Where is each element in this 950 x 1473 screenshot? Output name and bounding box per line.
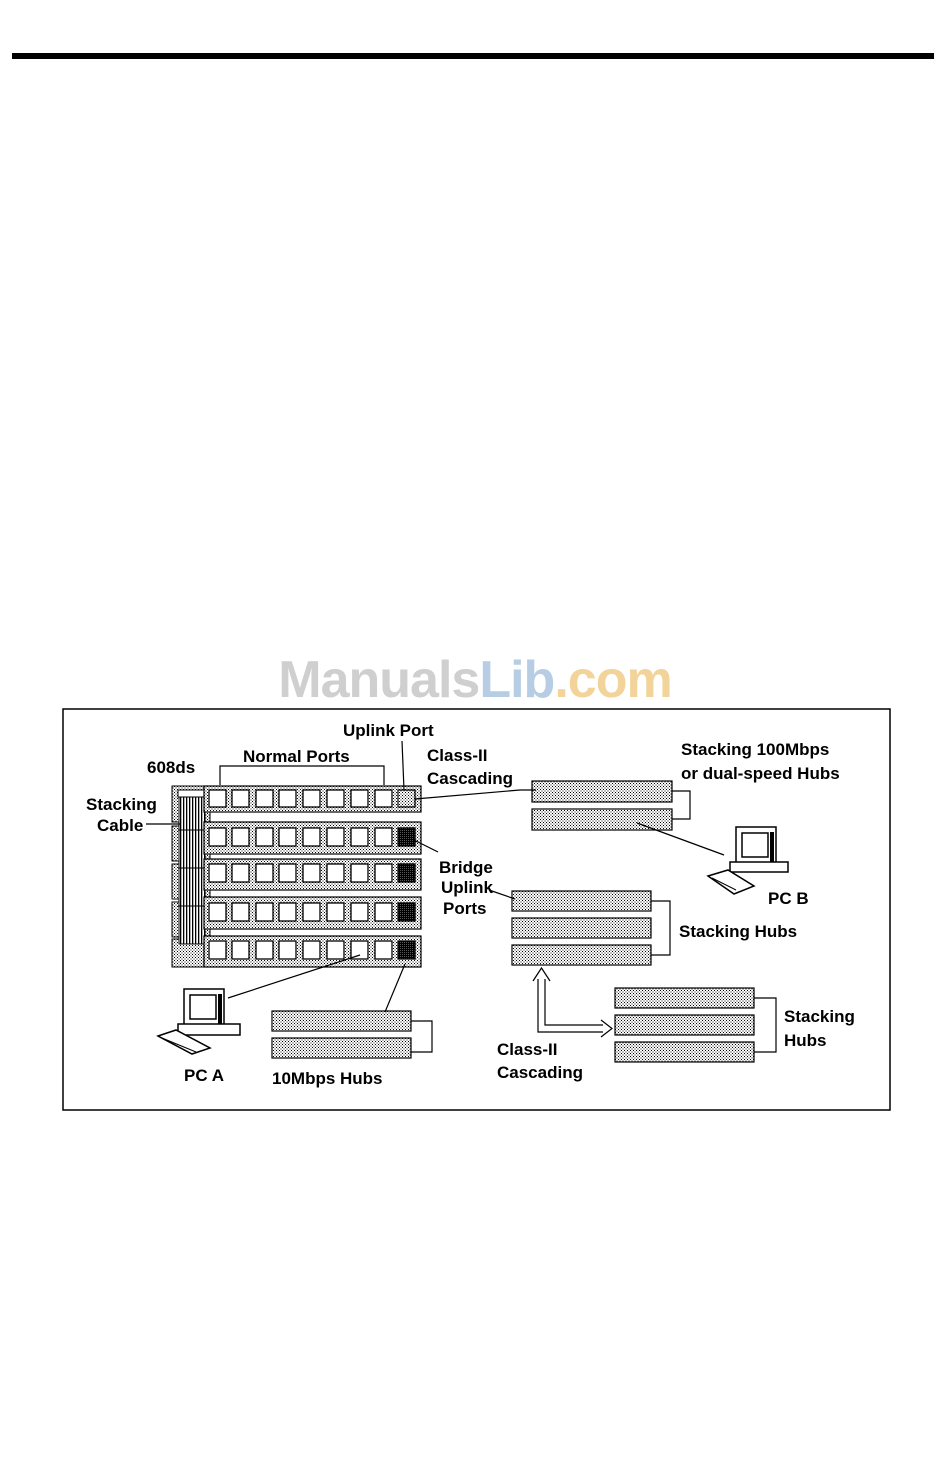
switch-port	[375, 864, 392, 882]
bridge-uplink-port	[398, 828, 415, 846]
label-pc-b: PC B	[768, 889, 809, 908]
switch-port	[256, 864, 273, 882]
label-normal-ports: Normal Ports	[243, 747, 350, 766]
switch-port	[209, 864, 226, 882]
hub-group-stacking-low	[615, 988, 776, 1062]
label-class2-bottom-1: Class-II	[497, 1040, 557, 1059]
switch-port	[375, 941, 392, 959]
switch-port	[256, 790, 273, 807]
switch-port	[327, 941, 344, 959]
hub-group-stacking-mid	[512, 891, 670, 965]
bridge-uplink-port	[398, 864, 415, 882]
switch-port	[256, 828, 273, 846]
switch-port	[327, 903, 344, 921]
switch-port	[279, 828, 296, 846]
switch-port	[351, 903, 368, 921]
label-stacking-cable-1: Stacking	[86, 795, 157, 814]
switch-port	[351, 941, 368, 959]
label-class2-top-1: Class-II	[427, 746, 487, 765]
switch-port	[351, 828, 368, 846]
cascading-arrow	[533, 968, 612, 1037]
uplink-port	[398, 790, 415, 807]
label-stacking-100-1: Stacking 100Mbps	[681, 740, 829, 759]
hub-group-100mbps	[532, 781, 690, 830]
label-stacking-hubs-low-2: Hubs	[784, 1031, 827, 1050]
label-uplink-port: Uplink Port	[343, 721, 434, 740]
switch-port	[327, 790, 344, 807]
switch-port	[303, 828, 320, 846]
switch-port	[232, 941, 249, 959]
switch-port	[256, 941, 273, 959]
pc-b-icon	[708, 827, 788, 894]
switch-port	[375, 790, 392, 807]
bridge-uplink-port	[398, 903, 415, 921]
switch-port	[327, 828, 344, 846]
label-stacking-hubs-low-1: Stacking	[784, 1007, 855, 1026]
switch-port	[232, 903, 249, 921]
switch-port	[375, 903, 392, 921]
switch-port	[279, 941, 296, 959]
switch-port	[256, 903, 273, 921]
switch-port	[209, 903, 226, 921]
switch-port	[351, 864, 368, 882]
label-bridge-1: Bridge	[439, 858, 493, 877]
switch-port	[209, 790, 226, 807]
label-class2-top-2: Cascading	[427, 769, 513, 788]
switch-port	[232, 828, 249, 846]
label-10mbps-hubs: 10Mbps Hubs	[272, 1069, 383, 1088]
switch-port	[209, 828, 226, 846]
switch-port	[232, 790, 249, 807]
label-stacking-cable-2: Cable	[97, 816, 143, 835]
switch-port	[279, 864, 296, 882]
switch-stack	[172, 786, 421, 967]
hub-group-10mbps	[272, 1011, 432, 1058]
label-bridge-2: Uplink	[441, 878, 493, 897]
label-stacking-hubs-mid: Stacking Hubs	[679, 922, 797, 941]
label-bridge-3: Ports	[443, 899, 486, 918]
switch-port	[279, 790, 296, 807]
bridge-uplink-port	[398, 941, 415, 959]
switch-port	[303, 864, 320, 882]
switch-port	[303, 903, 320, 921]
switch-port	[303, 941, 320, 959]
normal-ports-bracket	[220, 766, 384, 785]
switch-port	[327, 864, 344, 882]
label-class2-bottom-2: Cascading	[497, 1063, 583, 1082]
label-stacking-100-2: or dual-speed Hubs	[681, 764, 840, 783]
label-pc-a: PC A	[184, 1066, 224, 1085]
switch-port	[303, 790, 320, 807]
switch-port	[209, 941, 226, 959]
switch-port	[351, 790, 368, 807]
pc-a-icon	[158, 989, 240, 1054]
switch-port	[375, 828, 392, 846]
switch-port	[232, 864, 249, 882]
switch-port	[279, 903, 296, 921]
label-model: 608ds	[147, 758, 195, 777]
